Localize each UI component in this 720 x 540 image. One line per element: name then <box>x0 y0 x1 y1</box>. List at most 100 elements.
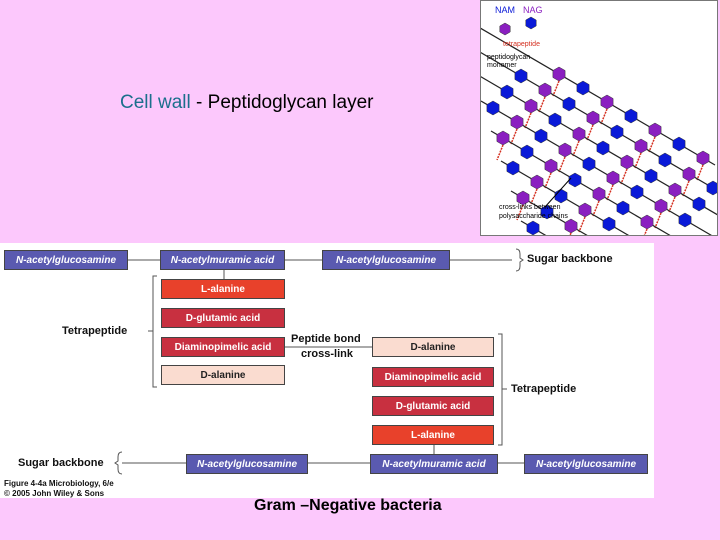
nam-hexagon <box>696 150 710 166</box>
cross-link-label: cross-link <box>301 348 353 360</box>
slide-caption: Gram –Negative bacteria <box>254 497 442 514</box>
nam-label: NAM <box>495 5 515 15</box>
tetrapeptide-crosslink <box>564 232 572 249</box>
nag-hexagon <box>514 68 528 84</box>
figure-credit: Figure 4-4a Microbiology, 6/e © 2005 Joh… <box>4 479 114 499</box>
nam-hexagon <box>592 186 606 202</box>
nag-hexagon <box>602 216 616 232</box>
nag-hexagon <box>610 124 624 140</box>
legend-nam-hexagon <box>499 22 511 36</box>
nam-hexagon <box>538 82 552 98</box>
tetrapeptide-crosslink <box>586 124 594 141</box>
tetrapeptide-crosslink <box>606 184 614 201</box>
nag-hexagon <box>678 212 692 228</box>
tetrapeptide-crosslink <box>648 136 656 153</box>
monomer-label-line2: monomer <box>487 62 517 69</box>
tetrapeptide-crosslink <box>572 140 580 157</box>
monomer-label-line1: peptidoglycan <box>487 54 530 61</box>
legend-nag-hexagon <box>525 16 537 30</box>
tetrapeptide-crosslink <box>654 212 662 229</box>
tetrapeptide-crosslink <box>516 204 524 221</box>
title-part-cell-wall: Cell wall <box>120 92 191 113</box>
right-diaminopimelic-acid: Diaminopimelic acid <box>372 367 494 387</box>
nam-hexagon <box>600 94 614 110</box>
nam-hexagon <box>606 170 620 186</box>
left-d-glutamic-acid: D-glutamic acid <box>161 308 285 328</box>
nam-hexagon <box>572 126 586 142</box>
figure-credit-line1: Figure 4-4a Microbiology, 6/e <box>4 479 114 488</box>
nag-hexagon <box>692 196 706 212</box>
nag-hexagon <box>540 204 554 220</box>
right-d-alanine: D-alanine <box>372 337 494 357</box>
top-nag-box-2: N-acetylglucosamine <box>322 250 450 270</box>
nag-hexagon <box>534 128 548 144</box>
nam-hexagon <box>544 158 558 174</box>
nam-hexagon <box>620 154 634 170</box>
nam-hexagon <box>558 142 572 158</box>
nam-hexagon <box>682 166 696 182</box>
nag-hexagon <box>548 112 562 128</box>
nag-hexagon <box>644 168 658 184</box>
nam-hexagon <box>524 98 538 114</box>
nam-hexagon <box>510 114 524 130</box>
top-nag-box-1: N-acetylglucosamine <box>4 250 128 270</box>
nam-hexagon <box>564 218 578 234</box>
tetrapeptide-label: tetrapeptide <box>503 41 540 48</box>
tetrapeptide-crosslink <box>640 228 648 245</box>
tetrapeptide-crosslink <box>578 216 586 233</box>
top-nam-box: N-acetylmuramic acid <box>160 250 285 270</box>
nam-hexagon <box>634 138 648 154</box>
nag-hexagon <box>576 80 590 96</box>
tetrapeptide-crosslink <box>668 196 676 213</box>
crosslink-arrow <box>544 177 572 208</box>
nag-hexagon <box>500 84 514 100</box>
connector-lines <box>114 248 524 475</box>
nam-hexagon <box>586 110 600 126</box>
title-part-peptidoglycan: Peptidoglycan layer <box>207 92 374 113</box>
crosslink-label-line2: polysaccharide chains <box>499 213 568 220</box>
sugar-backbone-bottom-label: Sugar backbone <box>18 457 104 469</box>
peptidoglycan-structure-diagram: N-acetylglucosamine N-acetylmuramic acid… <box>0 243 654 498</box>
bottom-nam-box: N-acetylmuramic acid <box>370 454 498 474</box>
nag-hexagon <box>526 220 540 236</box>
tetrapeptide-crosslink <box>696 164 704 181</box>
tetrapeptide-crosslink <box>552 80 560 97</box>
crosslink-label-line1: cross-links between <box>499 204 561 211</box>
bottom-nag-box-1: N-acetylglucosamine <box>186 454 308 474</box>
nag-hexagon <box>582 156 596 172</box>
left-diaminopimelic-acid: Diaminopimelic acid <box>161 337 285 357</box>
left-d-alanine: D-alanine <box>161 365 285 385</box>
slide-title: Cell wall - Peptidoglycan layer <box>120 92 373 114</box>
nag-label: NAG <box>523 5 543 15</box>
nag-hexagon <box>624 108 638 124</box>
tetrapeptide-left-label: Tetrapeptide <box>62 325 128 337</box>
nag-hexagon <box>616 200 630 216</box>
nag-hexagon <box>658 152 672 168</box>
tetrapeptide-crosslink <box>496 144 504 161</box>
nag-hexagon <box>554 188 568 204</box>
tetrapeptide-crosslink <box>538 96 546 113</box>
tetrapeptide-crosslink <box>634 152 642 169</box>
bottom-nag-box-2: N-acetylglucosamine <box>524 454 648 474</box>
nam-hexagon <box>578 202 592 218</box>
nag-hexagon <box>672 136 686 152</box>
nam-hexagon <box>552 66 566 82</box>
nag-hexagon <box>506 160 520 176</box>
peptidoglycan-lattice-image: NAM NAG tetrapeptide peptidoglycan monom… <box>450 0 720 338</box>
nam-hexagon <box>496 130 510 146</box>
tetrapeptide-crosslink <box>600 108 608 125</box>
tetrapeptide-crosslink <box>544 172 552 189</box>
figure-credit-line2: © 2005 John Wiley & Sons <box>4 489 105 498</box>
title-separator: - <box>190 92 208 113</box>
sugar-backbone-top-label: Sugar backbone <box>527 253 613 265</box>
right-l-alanine: L-alanine <box>372 425 494 445</box>
nam-hexagon <box>530 174 544 190</box>
left-l-alanine: L-alanine <box>161 279 285 299</box>
nam-hexagon <box>640 214 654 230</box>
tetrapeptide-crosslink <box>524 112 532 129</box>
tetrapeptide-crosslink <box>620 168 628 185</box>
nam-hexagon <box>648 122 662 138</box>
tetrapeptide-crosslink <box>682 180 690 197</box>
nag-hexagon <box>486 100 500 116</box>
right-d-glutamic-acid: D-glutamic acid <box>372 396 494 416</box>
